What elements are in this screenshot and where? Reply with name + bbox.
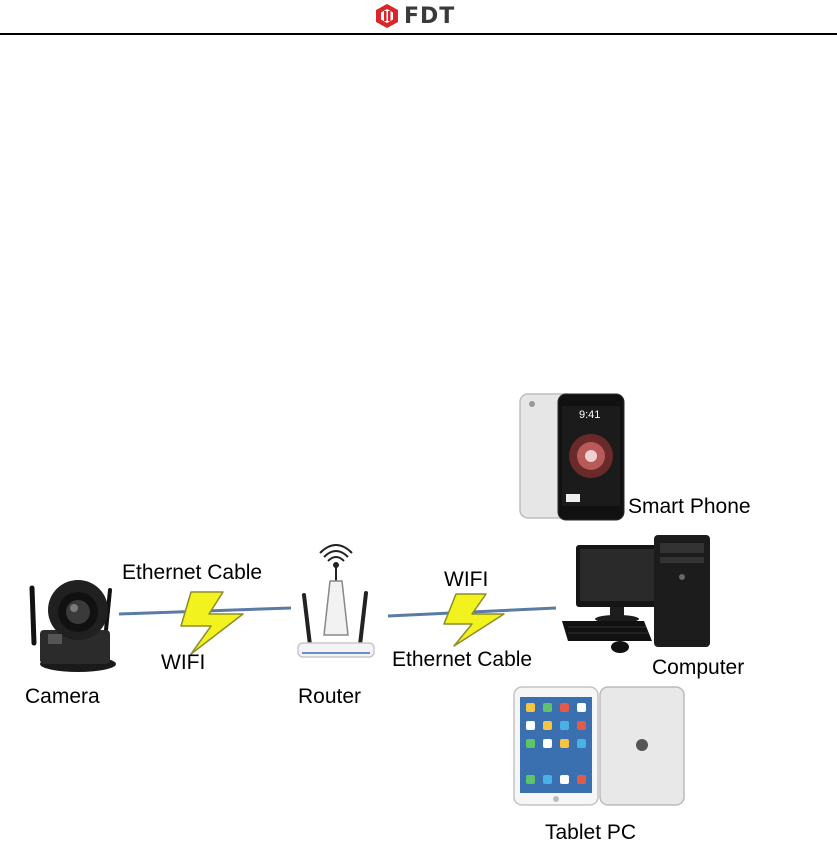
left-link-bolt	[115, 588, 295, 658]
right-link-bottom-label: Ethernet Cable	[392, 649, 532, 670]
smartphone-time: 9:41	[579, 410, 600, 421]
camera-label: Camera	[25, 686, 100, 707]
fdt-logo: FDT	[374, 3, 455, 29]
computer-label: Computer	[652, 657, 744, 678]
page-header: FDT	[0, 0, 837, 36]
fdt-logo-icon	[374, 3, 400, 29]
smartphone-icon	[518, 392, 626, 522]
tablet-label: Tablet PC	[545, 822, 636, 843]
left-link-bottom-label: WIFI	[161, 652, 205, 673]
router-icon	[296, 545, 376, 665]
tablet-icon	[512, 685, 687, 807]
router-label: Router	[298, 686, 361, 707]
right-link-bolt	[384, 590, 559, 650]
computer-icon	[560, 533, 720, 658]
right-link-top-label: WIFI	[444, 569, 488, 590]
smartphone-label: Smart Phone	[628, 496, 751, 517]
camera-icon	[18, 568, 118, 673]
header-divider	[0, 33, 837, 35]
logo-text: FDT	[404, 4, 455, 29]
left-link-top-label: Ethernet Cable	[122, 562, 262, 583]
